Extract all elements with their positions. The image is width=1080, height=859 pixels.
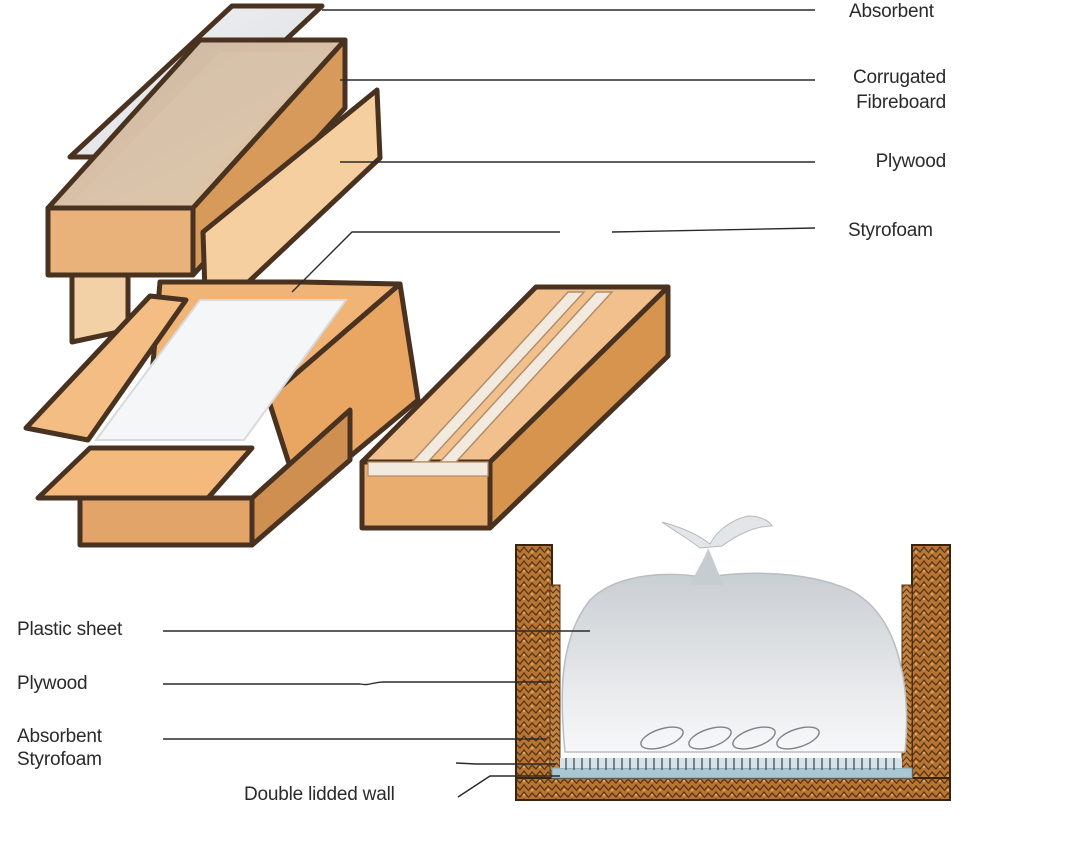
label-corrugated-line1: Corrugated — [852, 67, 946, 88]
label-plywood-top: Plywood — [875, 151, 947, 172]
label-absorbent-top: Absorbent — [849, 1, 934, 22]
label-corrugated-line2: Fibreboard — [856, 92, 946, 113]
label-styrofoam-top: Styrofoam — [848, 220, 933, 241]
label-plastic-sheet: Plastic sheet — [17, 619, 123, 640]
cross-section-leader-lines — [163, 630, 590, 798]
label-absorbent-bottom: Absorbent — [17, 726, 102, 747]
label-styrofoam-bottom: Styrofoam — [17, 749, 102, 770]
cross-section — [515, 515, 951, 801]
closed-taped-box — [359, 284, 671, 531]
open-cardboard-box — [23, 279, 421, 548]
exploded-leader-lines — [291, 9, 816, 293]
label-double-lidded-wall: Double lidded wall — [244, 784, 395, 805]
label-plywood-bottom: Plywood — [17, 673, 88, 694]
